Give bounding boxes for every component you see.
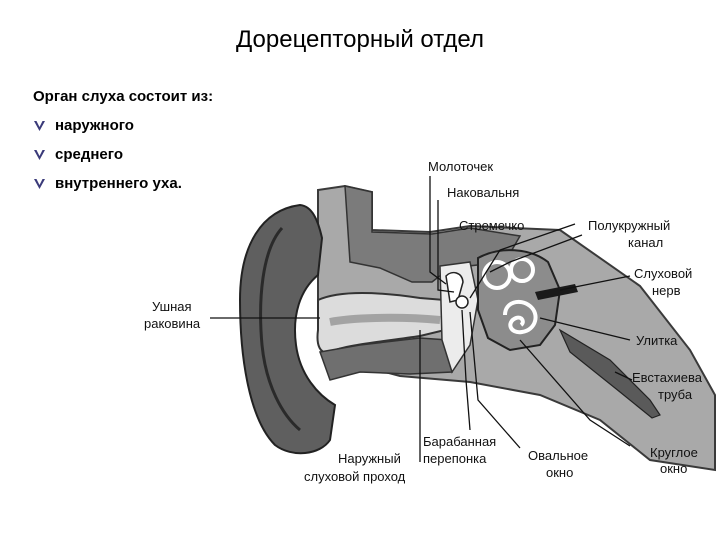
- checkmark-bullet-icon: [34, 121, 45, 131]
- leader-lines: [210, 176, 633, 462]
- label-oval-window-2: окно: [546, 465, 573, 480]
- intro-text: Орган слуха состоит из: наружного средне…: [33, 82, 393, 198]
- label-incus: Наковальня: [447, 185, 519, 200]
- checkmark-bullet-icon: [34, 150, 45, 160]
- list-item: наружного: [33, 111, 393, 140]
- label-pinna-1: Ушная: [152, 299, 192, 314]
- list-item-label: среднего: [55, 146, 123, 163]
- label-stapes: Стремечко: [459, 218, 524, 233]
- list-item: внутреннего уха.: [33, 169, 393, 198]
- label-oval-window-1: Овальное: [528, 448, 588, 463]
- label-auditory-nerve-1: Слуховой: [634, 266, 692, 281]
- label-ear-canal-2: слуховой проход: [304, 469, 406, 484]
- cochlea: [503, 299, 538, 335]
- label-eardrum-2: перепонка: [423, 451, 487, 466]
- label-round-window-2: окно: [660, 461, 687, 476]
- label-eustachian-tube-1: Евстахиева: [632, 370, 703, 385]
- label-eardrum-1: Барабанная: [423, 434, 496, 449]
- list-item-label: наружного: [55, 117, 134, 134]
- intro-heading: Орган слуха состоит из:: [33, 88, 214, 105]
- label-malleus: Молоточек: [428, 159, 493, 174]
- list-item: среднего: [33, 140, 393, 169]
- ear-illustration: [238, 184, 716, 472]
- label-semicircular-canal-1: Полукружный: [588, 218, 670, 233]
- slide-title: Дорецепторный отдел: [236, 26, 484, 53]
- list-item-label: внутреннего уха.: [55, 175, 182, 192]
- label-auditory-nerve-2: нерв: [652, 283, 681, 298]
- ear-canal: [316, 292, 446, 354]
- label-pinna-2: раковина: [144, 316, 201, 331]
- checkmark-bullet-icon: [34, 179, 45, 189]
- label-round-window-1: Круглое: [650, 445, 698, 460]
- label-ear-canal-1: Наружный: [338, 451, 401, 466]
- label-semicircular-canal-2: канал: [628, 235, 663, 250]
- eustachian-tube: [558, 328, 661, 419]
- label-eustachian-tube-2: труба: [658, 387, 693, 402]
- label-cochlea: Улитка: [636, 333, 678, 348]
- stapes: [455, 295, 469, 309]
